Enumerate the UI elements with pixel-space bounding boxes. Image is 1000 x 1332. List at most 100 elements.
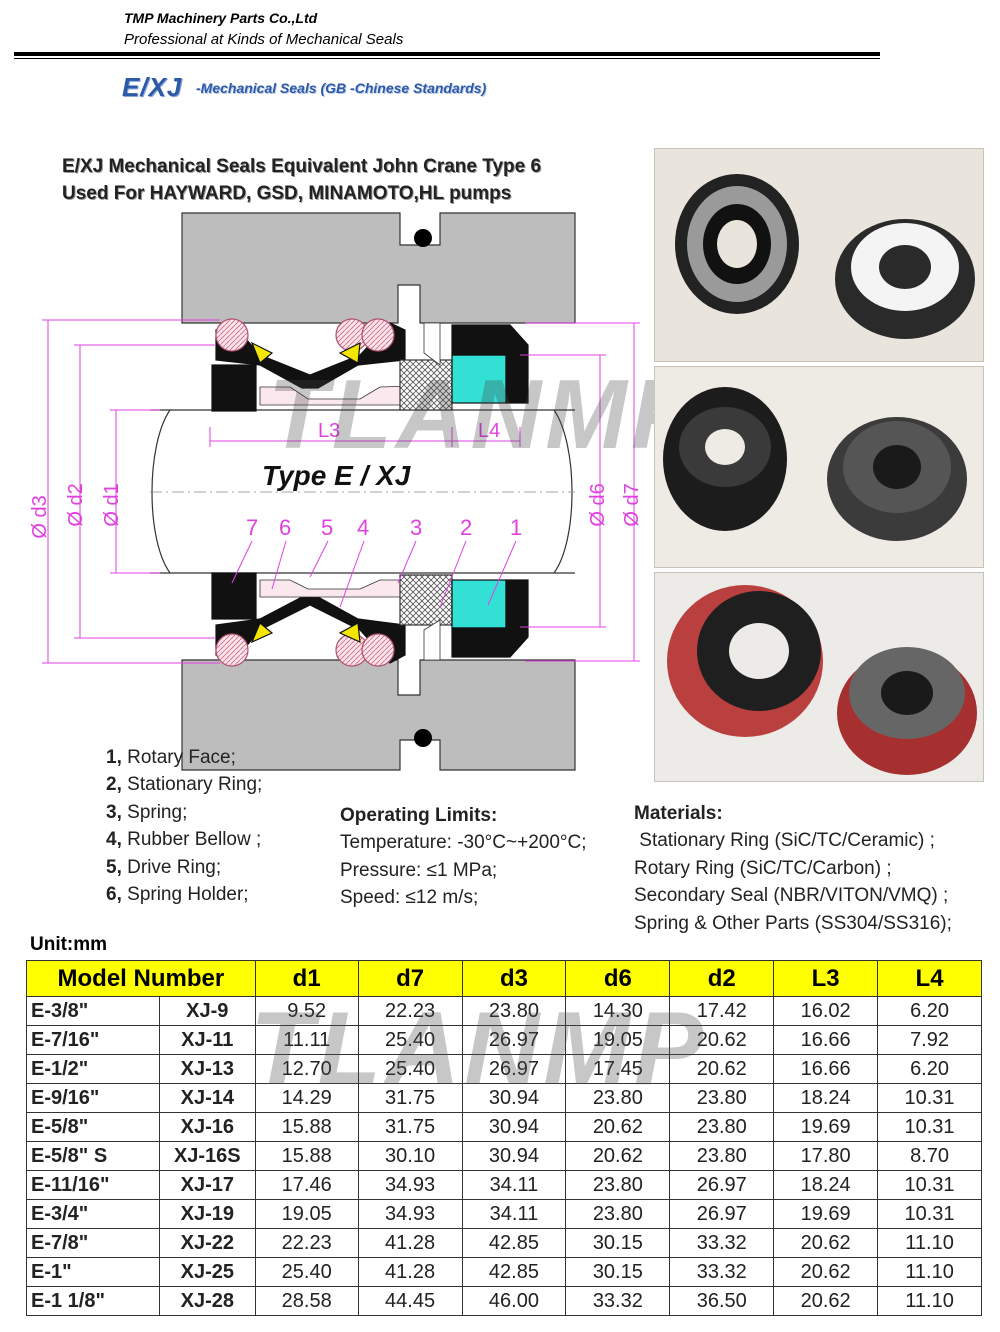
cell-value: 16.66 (773, 1054, 879, 1084)
cell-value: 19.69 (773, 1112, 879, 1142)
cell-value: 33.32 (669, 1257, 775, 1287)
cell-xj-model: XJ-25 (158, 1257, 256, 1287)
header-l4: L4 (877, 960, 982, 997)
cell-value: 23.80 (565, 1199, 671, 1229)
legend-item: 2, Stationary Ring; (106, 774, 263, 796)
cell-value: 23.80 (669, 1083, 775, 1113)
dimension-table: Model Number d1 d7 d3 d6 d2 L3 L4 E-3/8"… (26, 960, 982, 1316)
cell-e-model: E-7/8" (26, 1228, 160, 1258)
cell-xj-model: XJ-14 (158, 1083, 256, 1113)
material-secondary-seal: Secondary Seal (NBR/VITON/VMQ) ; (634, 885, 949, 907)
product-application: Used For HAYWARD, GSD, MINAMOTO,HL pumps (62, 183, 512, 204)
cell-value: 10.31 (877, 1112, 982, 1142)
part-callout-4: 4 (357, 515, 369, 540)
cell-value: 6.20 (877, 1054, 982, 1084)
cell-value: 42.85 (461, 1228, 567, 1258)
cell-value: 10.31 (877, 1199, 982, 1229)
cell-value: 17.46 (254, 1170, 359, 1200)
legend-item: 3, Spring; (106, 801, 188, 823)
cell-xj-model: XJ-11 (158, 1025, 256, 1055)
length-label-l3: L3 (318, 420, 340, 442)
part-callout-6: 6 (279, 515, 291, 540)
cell-value: 33.32 (565, 1286, 671, 1316)
cell-xj-model: XJ-16S (158, 1141, 256, 1171)
unit-label: Unit:mm (30, 934, 108, 955)
shaft (150, 409, 575, 574)
header-l3: L3 (773, 960, 879, 997)
table-header-row: Model Number d1 d7 d3 d6 d2 L3 L4 (26, 960, 982, 997)
limit-pressure: Pressure: ≤1 MPa; (340, 859, 498, 881)
cell-value: 10.31 (877, 1083, 982, 1113)
cell-value: 19.05 (254, 1199, 359, 1229)
cell-value: 42.85 (461, 1257, 567, 1287)
pump-housing (181, 212, 576, 771)
dim-label-d7: Ø d7 (621, 483, 643, 526)
cell-value: 26.97 (461, 1054, 567, 1084)
cell-value: 17.42 (669, 996, 775, 1026)
limit-temperature: Temperature: -30°C~+200°C; (340, 832, 587, 854)
cell-e-model: E-11/16" (26, 1170, 160, 1200)
legend-item: 5, Drive Ring; (106, 856, 222, 878)
cell-value: 20.62 (565, 1141, 671, 1171)
cell-e-model: E-1/2" (26, 1054, 160, 1084)
legend-item: 6, Spring Holder; (106, 884, 249, 906)
cell-value: 41.28 (357, 1228, 463, 1258)
o-ring-bottom (414, 729, 432, 747)
cell-value: 25.40 (254, 1257, 359, 1287)
cell-value: 22.23 (357, 996, 463, 1026)
cell-value: 12.70 (254, 1054, 359, 1084)
cell-value: 9.52 (254, 996, 359, 1026)
part-callout-5: 5 (321, 515, 333, 540)
cell-value: 8.70 (877, 1141, 982, 1171)
cell-value: 23.80 (669, 1141, 775, 1171)
materials-title: Materials: (634, 803, 723, 824)
cell-e-model: E-7/16" (26, 1025, 160, 1055)
cell-value: 34.11 (461, 1199, 567, 1229)
cell-value: 15.88 (254, 1141, 359, 1171)
materials: Materials: Stationary Ring (SiC/TC/Ceram… (634, 800, 952, 937)
cell-value: 31.75 (357, 1112, 463, 1142)
dim-label-d3: Ø d3 (29, 495, 51, 538)
product-photo-red-viton (654, 572, 984, 782)
seal-cross-section-diagram: Ø d3 Ø d2 Ø d1 Ø d6 Ø d7 L3 L4 Type E / … (29, 212, 643, 771)
part-callout-2: 2 (460, 515, 472, 540)
cell-value: 33.32 (669, 1228, 775, 1258)
cell-value: 26.97 (669, 1199, 775, 1229)
cell-value: 20.62 (773, 1257, 879, 1287)
header-d3: d3 (461, 960, 567, 997)
product-heading: E/XJ Mechanical Seals Equivalent John Cr… (62, 156, 542, 177)
cell-xj-model: XJ-16 (158, 1112, 256, 1142)
part-callout-1: 1 (510, 515, 522, 540)
cell-xj-model: XJ-13 (158, 1054, 256, 1084)
product-subtitle: -Mechanical Seals (GB -Chinese Standards… (196, 80, 487, 96)
part-leader-lines (231, 540, 517, 608)
cell-value: 30.10 (357, 1141, 463, 1171)
limit-speed: Speed: ≤12 m/s; (340, 887, 479, 909)
length-label-l4: L4 (478, 420, 500, 442)
seal-lower-half (211, 572, 529, 667)
cell-value: 34.93 (357, 1170, 463, 1200)
legend-item: 1, Rotary Face; (106, 747, 236, 768)
cell-e-model: E-5/8" S (26, 1141, 160, 1171)
cell-value: 30.94 (461, 1141, 567, 1171)
cell-value: 23.80 (461, 996, 567, 1026)
cell-value: 28.58 (254, 1286, 359, 1316)
operating-limits: Operating Limits: Temperature: -30°C~+20… (340, 802, 587, 912)
dim-label-d1: Ø d1 (101, 483, 123, 526)
cell-value: 20.62 (773, 1286, 879, 1316)
cell-value: 25.40 (357, 1025, 463, 1055)
cell-value: 17.80 (773, 1141, 879, 1171)
cell-value: 11.11 (254, 1025, 359, 1055)
header-d1: d1 (254, 960, 359, 997)
dim-label-d2: Ø d2 (65, 483, 87, 526)
product-photo-ceramic (654, 148, 984, 362)
cell-value: 26.97 (461, 1025, 567, 1055)
cell-e-model: E-1 1/8" (26, 1286, 160, 1316)
company-tagline: Professional at Kinds of Mechanical Seal… (124, 31, 404, 48)
cell-value: 23.80 (669, 1112, 775, 1142)
